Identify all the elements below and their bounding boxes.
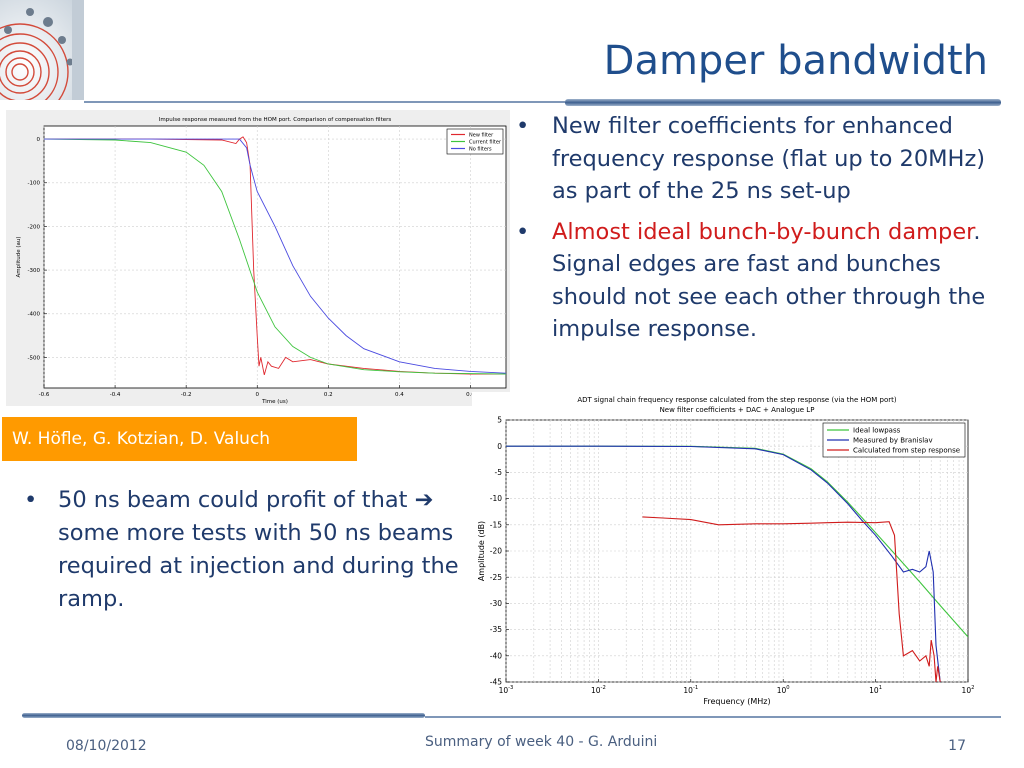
legend-label-1: Measured by Branislav <box>853 436 933 444</box>
legend-label-2: Calculated from step response <box>853 446 960 454</box>
series-line-2 <box>642 516 941 682</box>
title-divider-thin <box>84 101 565 103</box>
x-axis-label: Frequency (MHz) <box>703 697 770 706</box>
x-tick-label: 10-2 <box>591 685 606 695</box>
x-tick-label: 10-3 <box>499 685 514 695</box>
page-number: 17 <box>948 738 966 754</box>
author-box: W. Höfle, G. Kotzian, D. Valuch <box>2 417 357 461</box>
y-axis-label: Amplitude (dB) <box>477 521 486 581</box>
y-tick-label: -300 <box>28 268 41 274</box>
x-tick-label: 0.4 <box>395 392 404 398</box>
y-tick-label: -40 <box>490 651 502 660</box>
title-divider <box>565 99 1001 106</box>
y-tick-label: -15 <box>490 520 502 529</box>
y-tick-label: -10 <box>490 494 502 503</box>
logo-emblem-icon <box>0 0 84 100</box>
footer-divider-thin <box>425 716 1001 718</box>
x-tick-label: 0 <box>255 392 259 398</box>
y-tick-label: -45 <box>490 678 502 687</box>
bullet-ideal-damper: Almost ideal bunch-by-bunch damper. Sign… <box>514 216 1009 346</box>
chart-title: Impulse response measured from the HOM p… <box>159 117 392 123</box>
slide-title: Damper bandwidth <box>603 38 988 84</box>
y-tick-label: 0 <box>37 137 41 143</box>
y-tick-label: -100 <box>28 181 41 187</box>
y-tick-label: -25 <box>490 573 502 582</box>
legend-label-2: No filters <box>469 146 492 152</box>
bullet-filter-coefficients: New filter coefficients for enhanced fre… <box>514 110 1009 208</box>
x-tick-label: 101 <box>869 685 882 695</box>
right-bullet-list: New filter coefficients for enhanced fre… <box>514 110 1009 354</box>
legend-label-0: New filter <box>469 132 494 138</box>
y-axis-label: Amplitude (au) <box>16 236 22 277</box>
x-tick-label: 10-1 <box>683 685 698 695</box>
x-tick-label: -0.4 <box>110 392 121 398</box>
x-tick-label: 100 <box>777 685 790 695</box>
highlight-text: Almost ideal bunch-by-bunch damper <box>552 218 974 245</box>
impulse-response-chart: -0.6 -0.4 -0.2 0 0.2 0.4 0.6 0 -100 -200 -300 -400 -… <box>6 110 510 406</box>
series-line-1 <box>506 445 941 682</box>
y-tick-label: 0 <box>497 442 502 451</box>
y-tick-label: -400 <box>28 312 41 318</box>
series-line-2 <box>44 138 506 374</box>
plot-area <box>43 125 507 389</box>
y-tick-label: 5 <box>497 416 502 425</box>
y-tick-label: -35 <box>490 625 502 634</box>
left-bullet-list: 50 ns beam could profit of that ➔ some m… <box>20 484 460 616</box>
frequency-response-chart: 10-3 10-2 10-1 100 101 102 5 0 -5 -10 -15 -20 -25 -30… <box>472 392 984 708</box>
x-tick-label: 0.2 <box>324 392 333 398</box>
bullet-50ns-beam: 50 ns beam could profit of that ➔ some m… <box>20 484 460 616</box>
chart-title: ADT signal chain frequency response calc… <box>577 396 897 404</box>
arrow-right-icon: ➔ <box>414 487 434 513</box>
legend-label-0: Ideal lowpass <box>853 426 901 434</box>
y-tick-label: -30 <box>490 599 502 608</box>
series-line-1 <box>44 138 506 375</box>
x-axis-label: Time (us) <box>261 399 288 405</box>
footer-divider <box>22 713 425 718</box>
footer-center-text: Summary of week 40 - G. Arduini <box>425 734 658 750</box>
x-tick-label: -0.2 <box>181 392 192 398</box>
chart-subtitle: New filter coefficients + DAC + Analogue… <box>660 406 815 414</box>
y-tick-label: -20 <box>490 547 502 556</box>
y-tick-label: -500 <box>28 355 41 361</box>
footer-date: 08/10/2012 <box>66 738 147 754</box>
y-tick-label: -5 <box>495 468 503 477</box>
y-tick-label: -200 <box>28 224 41 230</box>
x-tick-label: 102 <box>962 685 975 695</box>
x-tick-label: 0.6 <box>466 392 475 398</box>
x-tick-label: -0.6 <box>39 392 50 398</box>
legend-label-1: Current filter <box>469 139 502 145</box>
